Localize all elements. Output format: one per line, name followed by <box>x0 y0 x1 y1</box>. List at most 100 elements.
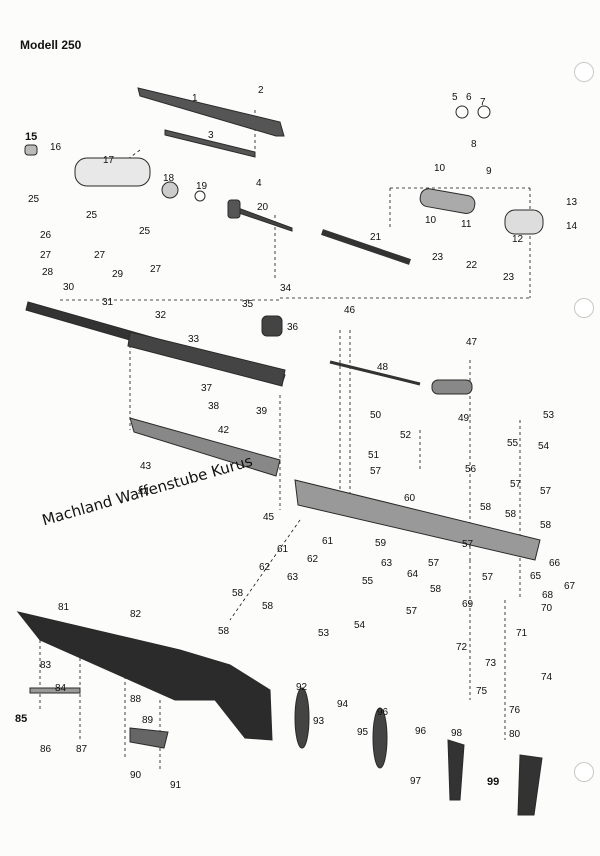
part-label: 70 <box>541 603 553 614</box>
part-label: 17 <box>103 155 115 166</box>
part-number-labels: 1 2 3 4 5 6 7 8 9 10 10 11 12 13 14 15 1… <box>15 85 578 791</box>
part-label: 21 <box>370 232 382 243</box>
part-label: 38 <box>208 401 220 412</box>
part-label: 25 <box>28 194 40 205</box>
part-label: 35 <box>242 299 254 310</box>
part-label: 32 <box>155 310 167 321</box>
part-label: 85 <box>15 713 27 725</box>
part-label: 69 <box>462 599 474 610</box>
part-label: 5 <box>452 92 458 103</box>
part-label: 27 <box>150 264 162 275</box>
part-label: 18 <box>163 173 175 184</box>
part-label: 90 <box>130 770 142 781</box>
part-label: 19 <box>196 181 208 192</box>
part-label: 74 <box>541 672 553 683</box>
part-label: 22 <box>466 260 478 271</box>
page-title: Modell 250 <box>20 38 82 52</box>
part-label: 13 <box>566 197 578 208</box>
part-label: 39 <box>256 406 268 417</box>
part-label: 62 <box>259 562 271 573</box>
part-label: 27 <box>94 250 106 261</box>
part-label: 52 <box>400 430 412 441</box>
part-shapes <box>16 87 544 816</box>
part-label: 92 <box>296 682 308 693</box>
part-label: 12 <box>512 234 524 245</box>
part-label: 50 <box>370 410 382 421</box>
part-label: 48 <box>377 362 389 373</box>
part-label: 97 <box>410 776 422 787</box>
part-label: 27 <box>40 250 52 261</box>
part-label: 72 <box>456 642 468 653</box>
part-label: 65 <box>530 571 542 582</box>
part-label: 57 <box>406 606 418 617</box>
part-label: 60 <box>404 493 416 504</box>
part-label: 43 <box>140 461 152 472</box>
part-label: 47 <box>466 337 478 348</box>
binder-hole <box>574 762 594 782</box>
part-label: 58 <box>480 502 492 513</box>
part-label: 36 <box>287 322 299 333</box>
part-label: 10 <box>434 163 446 174</box>
part-label: 14 <box>566 221 578 232</box>
part-label: 37 <box>201 383 213 394</box>
part-label: 44 <box>138 487 150 498</box>
part-label: 23 <box>503 272 515 283</box>
part-label: 68 <box>542 590 554 601</box>
part-label: 42 <box>218 425 230 436</box>
part-label: 58 <box>540 520 552 531</box>
part-label: 93 <box>313 716 325 727</box>
part-label: 51 <box>368 450 380 461</box>
part-label: 57 <box>540 486 552 497</box>
part-label: 98 <box>451 728 463 739</box>
part-label: 49 <box>458 413 470 424</box>
part-label: 66 <box>549 558 561 569</box>
part-label: 88 <box>130 694 142 705</box>
part-label: 54 <box>538 441 550 452</box>
part-label: 58 <box>505 509 517 520</box>
part-label: 16 <box>50 142 62 153</box>
part-label: 71 <box>516 628 528 639</box>
part-label: 57 <box>482 572 494 583</box>
part-label: 67 <box>564 581 576 592</box>
part-label: 81 <box>58 602 70 613</box>
part-label: 87 <box>76 744 88 755</box>
part-label: 8 <box>471 139 477 150</box>
binder-hole <box>574 62 594 82</box>
part-label: 83 <box>40 660 52 671</box>
part-label: 1 <box>192 93 198 104</box>
part-label: 3 <box>208 130 214 141</box>
part-label: 63 <box>287 572 299 583</box>
part-label: 31 <box>102 297 114 308</box>
part-label: 62 <box>307 554 319 565</box>
binder-hole <box>574 298 594 318</box>
part-label: 86 <box>40 744 52 755</box>
part-label: 84 <box>55 683 67 694</box>
part-label: 63 <box>381 558 393 569</box>
part-label: 57 <box>370 466 382 477</box>
part-label: 91 <box>170 780 182 791</box>
part-label: 55 <box>362 576 374 587</box>
part-label: 73 <box>485 658 497 669</box>
part-label: 34 <box>280 283 292 294</box>
part-label: 56 <box>465 464 477 475</box>
part-label: 55 <box>507 438 519 449</box>
part-label: 57 <box>462 539 474 550</box>
part-label: 96 <box>377 707 389 718</box>
part-label: 54 <box>354 620 366 631</box>
part-label: 23 <box>432 252 444 263</box>
part-label: 58 <box>218 626 230 637</box>
part-label: 57 <box>510 479 522 490</box>
part-label: 2 <box>258 85 264 96</box>
part-label: 25 <box>86 210 98 221</box>
part-label: 4 <box>256 178 262 189</box>
part-label: 28 <box>42 267 54 278</box>
part-label: 57 <box>428 558 440 569</box>
part-label: 53 <box>318 628 330 639</box>
part-label: 75 <box>476 686 488 697</box>
part-label: 46 <box>344 305 356 316</box>
part-label: 59 <box>375 538 387 549</box>
part-label: 99 <box>487 776 499 788</box>
part-label: 94 <box>337 699 349 710</box>
